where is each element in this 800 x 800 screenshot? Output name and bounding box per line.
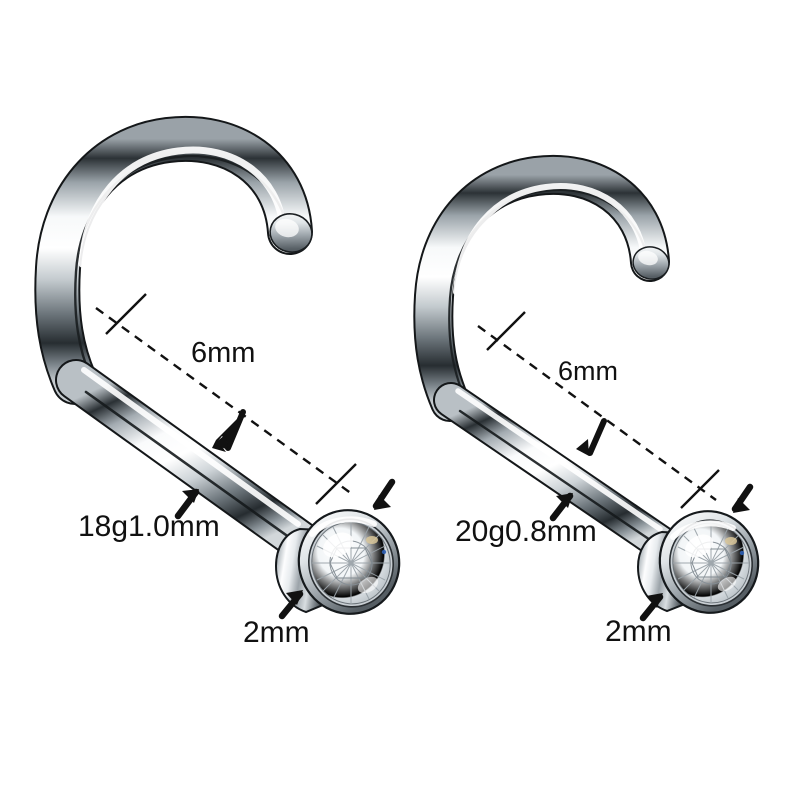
- left-gem-annotation: 2mm: [243, 590, 310, 649]
- left-stud-hook: [34, 115, 313, 405]
- left-bezel-arrow: [372, 478, 396, 510]
- dimension-tick: [105, 293, 147, 335]
- right-stud-hook: [413, 154, 670, 422]
- right-dimension-6mm: 6mm: [477, 311, 720, 509]
- left-shaft-arrow: [212, 409, 246, 452]
- right-shaft-arrow: [576, 418, 607, 456]
- right-bezel-arrow: [731, 483, 754, 513]
- right-stud-shaft: [433, 382, 680, 562]
- dimension-tick: [486, 311, 526, 351]
- left-gauge-annotation: 18g1.0mm: [78, 488, 220, 543]
- right-gauge-annotation: 20g0.8mm: [455, 492, 597, 548]
- right-stud-group: 6mm 20g0.8mm 2mm: [413, 154, 760, 648]
- left-stud-shaft: [55, 359, 321, 562]
- left-gem-label: 2mm: [243, 616, 310, 649]
- right-gauge-label: 20g0.8mm: [455, 515, 597, 548]
- left-gauge-label: 18g1.0mm: [78, 510, 220, 543]
- arrow-head: [646, 593, 663, 608]
- dimension-line: [95, 307, 353, 495]
- right-gem-label: 2mm: [605, 615, 672, 648]
- left-length-label: 6mm: [191, 337, 255, 369]
- left-dimension-6mm: 6mm: [95, 293, 357, 505]
- arrow-head: [286, 590, 303, 605]
- arrow-head: [556, 493, 573, 508]
- right-stud-gem-setting: [636, 510, 760, 614]
- right-length-label: 6mm: [558, 356, 618, 386]
- left-stud-gem-setting: [274, 509, 401, 615]
- right-gem-annotation: 2mm: [605, 593, 672, 648]
- left-stud-group: 6mm 18g1.0mm 2mm: [34, 115, 401, 649]
- dimension-tick: [315, 463, 357, 505]
- arrow-head: [182, 489, 199, 503]
- dimension-line: [477, 325, 717, 501]
